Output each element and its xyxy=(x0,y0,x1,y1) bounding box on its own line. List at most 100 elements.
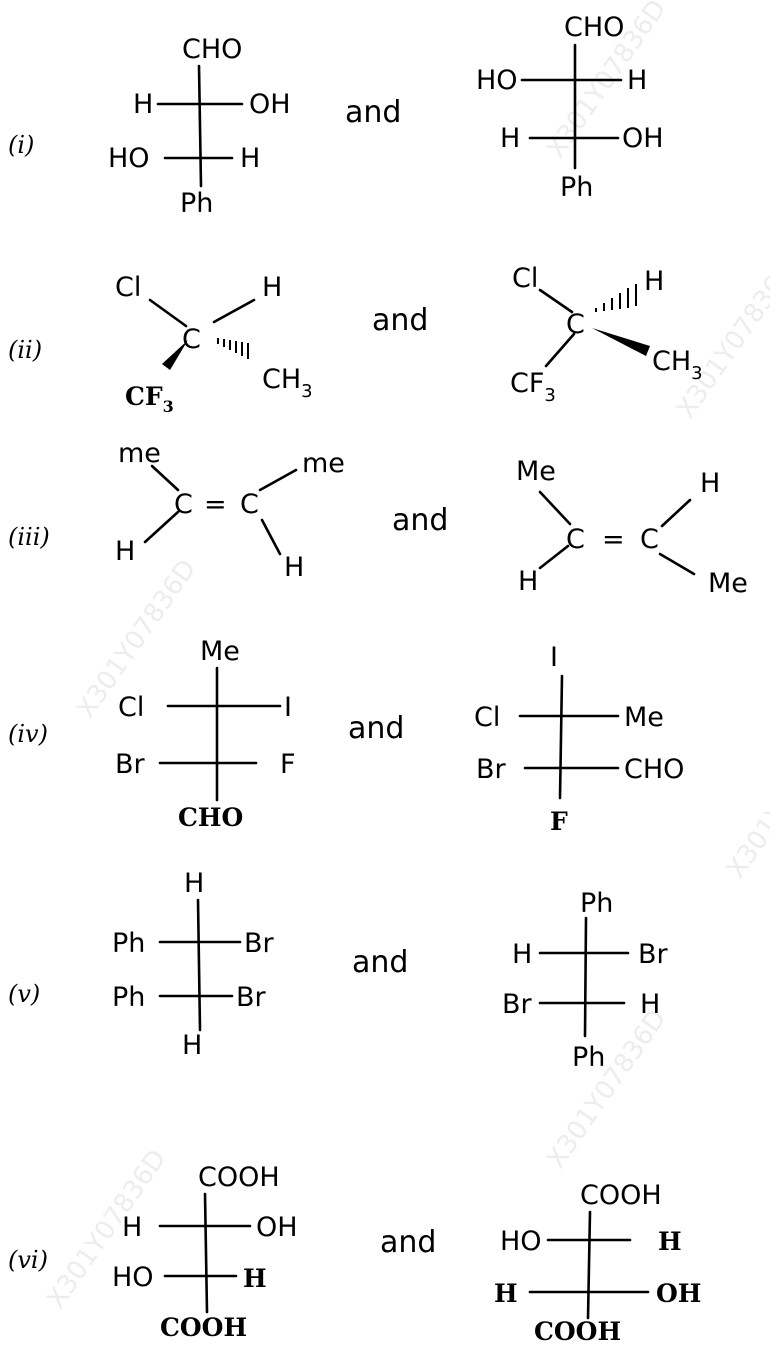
group-r1-left: Cl xyxy=(474,702,500,733)
watermark-text: X301Y07836D xyxy=(721,714,770,884)
group-top: Ph xyxy=(580,888,613,919)
fischer-right: COOH HO H H OH COOH xyxy=(494,1180,701,1345)
group-r1-right: H xyxy=(658,1227,682,1256)
label-roman: (v) xyxy=(8,980,40,1008)
and-label: and xyxy=(372,303,428,338)
watermark-text: X301Y07836D xyxy=(671,254,770,424)
pair-v: (v) H Ph Br Ph Br H and Ph H Br Br H Ph xyxy=(8,868,669,1073)
group-top: COOH xyxy=(580,1180,662,1211)
label-roman: (i) xyxy=(8,131,34,159)
group-r2-left: Br xyxy=(502,989,533,1020)
group-bottom: CHO xyxy=(178,803,243,832)
double-bond: = xyxy=(204,489,227,520)
watermark: X301Y07836D X301Y07836D X301Y07836D X301… xyxy=(41,0,770,1314)
atom-carbon-1: C xyxy=(174,489,193,520)
atom-carbon: C xyxy=(566,309,585,340)
group-r2-right: CHO xyxy=(624,754,684,785)
wedge-left: C Cl H CH3 CF3 xyxy=(115,272,313,416)
double-bond: = xyxy=(602,524,625,555)
group-r2-left: HO xyxy=(108,143,150,174)
group-top: I xyxy=(550,642,558,673)
group-bottom: COOH xyxy=(160,1313,247,1342)
group-lower-right: H xyxy=(284,552,304,583)
alkene-right: C = C Me H H Me xyxy=(516,456,748,599)
group-bottom: COOH xyxy=(534,1317,621,1345)
group-lower-left: CF3 xyxy=(510,368,556,406)
fischer-right: I Cl Me Br CHO F xyxy=(474,642,684,836)
group-r1-right: OH xyxy=(256,1212,298,1243)
and-label: and xyxy=(380,1225,436,1260)
group-r2-left: Br xyxy=(476,754,507,785)
wedge-right: C Cl H CH3 CF3 xyxy=(510,263,703,406)
fischer-left: H Ph Br Ph Br H xyxy=(112,868,275,1061)
alkene-left: C = C me H me H xyxy=(115,438,345,583)
group-upper-left: Cl xyxy=(512,263,538,294)
pair-iii: (iii) C = C me H me H and C = C Me H H xyxy=(8,438,748,599)
group-upper-right: H xyxy=(262,272,282,303)
pair-iv: (iv) Me Cl I Br F CHO and I Cl Me Br CHO… xyxy=(8,636,684,836)
group-upper-left: Me xyxy=(516,456,556,487)
group-r1-left: HO xyxy=(476,65,518,96)
group-r1-left: H xyxy=(133,89,153,120)
group-upper-left: Cl xyxy=(115,272,141,303)
fischer-left: COOH H OH HO H COOH xyxy=(112,1162,298,1342)
group-bottom: F xyxy=(550,807,568,836)
label-roman: (iii) xyxy=(8,523,50,551)
group-r1-right: I xyxy=(284,692,292,723)
watermark-text: X301Y07836D xyxy=(541,1004,672,1174)
group-r2-right: OH xyxy=(656,1279,701,1308)
group-r1-left: Cl xyxy=(118,692,144,723)
group-lower-left: CF3 xyxy=(125,382,174,416)
group-r1-left: HO xyxy=(500,1226,542,1257)
group-lower-left: H xyxy=(115,536,135,567)
and-label: and xyxy=(345,95,401,130)
group-r2-left: HO xyxy=(112,1262,154,1293)
and-label: and xyxy=(348,711,404,746)
group-r1-right: Br xyxy=(244,928,275,959)
fischer-left: Me Cl I Br F CHO xyxy=(115,636,296,832)
group-upper-right: H xyxy=(644,266,664,297)
group-bottom: Ph xyxy=(572,1042,605,1073)
group-r2-left: H xyxy=(500,123,520,154)
group-lower-right: Me xyxy=(708,568,748,599)
pair-i: (i) CHO H OH HO H Ph and CHO HO H H OH P… xyxy=(8,12,664,219)
atom-carbon-2: C xyxy=(640,524,659,555)
and-label: and xyxy=(352,945,408,980)
group-r1-right: OH xyxy=(249,89,291,120)
group-r2-left: H xyxy=(494,1279,518,1308)
group-top: CHO xyxy=(564,12,624,43)
and-label: and xyxy=(392,503,448,538)
atom-carbon-1: C xyxy=(566,524,585,555)
group-r2-right: H xyxy=(243,1264,267,1293)
label-roman: (ii) xyxy=(8,336,42,364)
group-r2-right: F xyxy=(280,749,296,780)
label-roman: (vi) xyxy=(8,1246,48,1274)
atom-carbon: C xyxy=(182,324,201,355)
group-right: CH3 xyxy=(652,346,703,384)
group-lower-left: H xyxy=(518,566,538,597)
atom-carbon-2: C xyxy=(240,489,259,520)
group-r1-right: H xyxy=(627,65,647,96)
group-top: H xyxy=(184,868,204,899)
group-upper-right: H xyxy=(700,468,720,499)
group-upper-left: me xyxy=(118,438,161,469)
group-upper-right: me xyxy=(302,448,345,479)
label-roman: (iv) xyxy=(8,720,48,748)
pair-ii: (ii) C Cl H CH3 CF3 and C xyxy=(8,263,703,416)
group-r1-left: H xyxy=(512,939,532,970)
group-r1-right: Br xyxy=(638,939,669,970)
group-r2-right: H xyxy=(240,143,260,174)
group-top: CHO xyxy=(182,34,242,65)
group-r2-right: Br xyxy=(236,982,267,1013)
group-r2-right: OH xyxy=(622,123,664,154)
group-top: Me xyxy=(200,636,240,667)
group-r2-left: Br xyxy=(115,749,146,780)
group-right: CH3 xyxy=(262,364,313,402)
fischer-left: CHO H OH HO H Ph xyxy=(108,34,291,219)
group-bottom: Ph xyxy=(560,172,593,203)
group-r1-right: Me xyxy=(624,702,664,733)
group-r1-left: Ph xyxy=(112,928,145,959)
group-bottom: Ph xyxy=(180,188,213,219)
group-r2-left: Ph xyxy=(112,982,145,1013)
